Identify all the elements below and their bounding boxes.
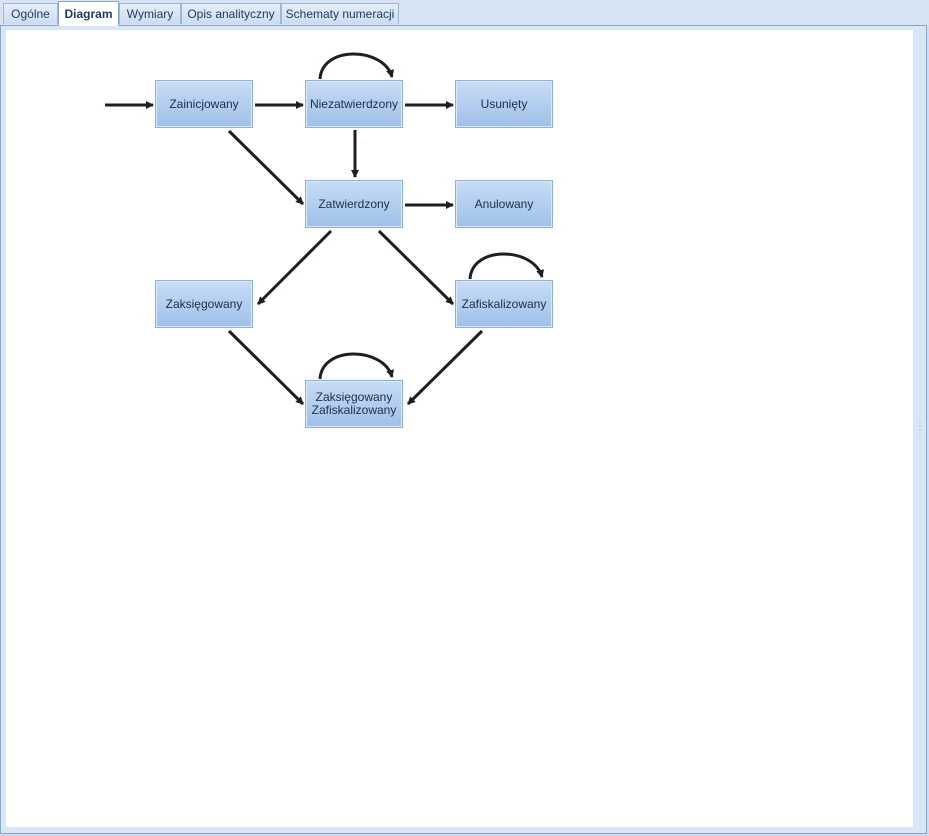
transition-arrows (105, 52, 545, 406)
arrow-zaksiegowany-zaksiegowany-zafiskalizowany (227, 329, 305, 406)
state-zatwierdzony[interactable]: Zatwierdzony (305, 180, 403, 228)
state-zainicjowany[interactable]: Zainicjowany (155, 80, 253, 128)
state-niezatwierdzony[interactable]: Niezatwierdzony (305, 80, 403, 128)
arrow-zatwierdzony-zaksiegowany (256, 229, 333, 306)
arrow-zainicjowany-zatwierdzony (227, 129, 305, 206)
state-zaksiegowany-zafiskalizowany[interactable]: Zaksięgowany Zafiskalizowany (305, 380, 403, 428)
arrow-loop-zaksiegowany-zafiskalizowany (318, 352, 395, 380)
arrow-zafiskalizowany-zaksiegowany-zafiskalizowany (406, 329, 484, 406)
tab-wymiary[interactable]: Wymiary (119, 3, 181, 24)
tab-schematy-numeracji[interactable]: Schematy numeracji (281, 3, 399, 24)
tab-diagram[interactable]: Diagram (58, 1, 119, 26)
tab-opis-analityczny[interactable]: Opis analityczny (181, 3, 281, 24)
arrow-zatwierdzony-zafiskalizowany (377, 229, 455, 306)
arrow-loop-zafiskalizowany (468, 252, 545, 280)
tab-bar: Ogólne Diagram Wymiary Opis analityczny … (0, 0, 929, 26)
splitter-grip-icon[interactable]: ···· (918, 417, 922, 439)
state-anulowany[interactable]: Anulowany (455, 180, 553, 228)
state-usuniety[interactable]: Usunięty (455, 80, 553, 128)
state-zaksiegowany[interactable]: Zaksięgowany (155, 280, 253, 328)
tab-ogolne[interactable]: Ogólne (3, 3, 58, 24)
diagram-canvas: Zainicjowany Niezatwierdzony Usunięty Za… (6, 30, 913, 827)
arrow-loop-niezatwierdzony (318, 52, 395, 80)
state-zafiskalizowany[interactable]: Zafiskalizowany (455, 280, 553, 328)
